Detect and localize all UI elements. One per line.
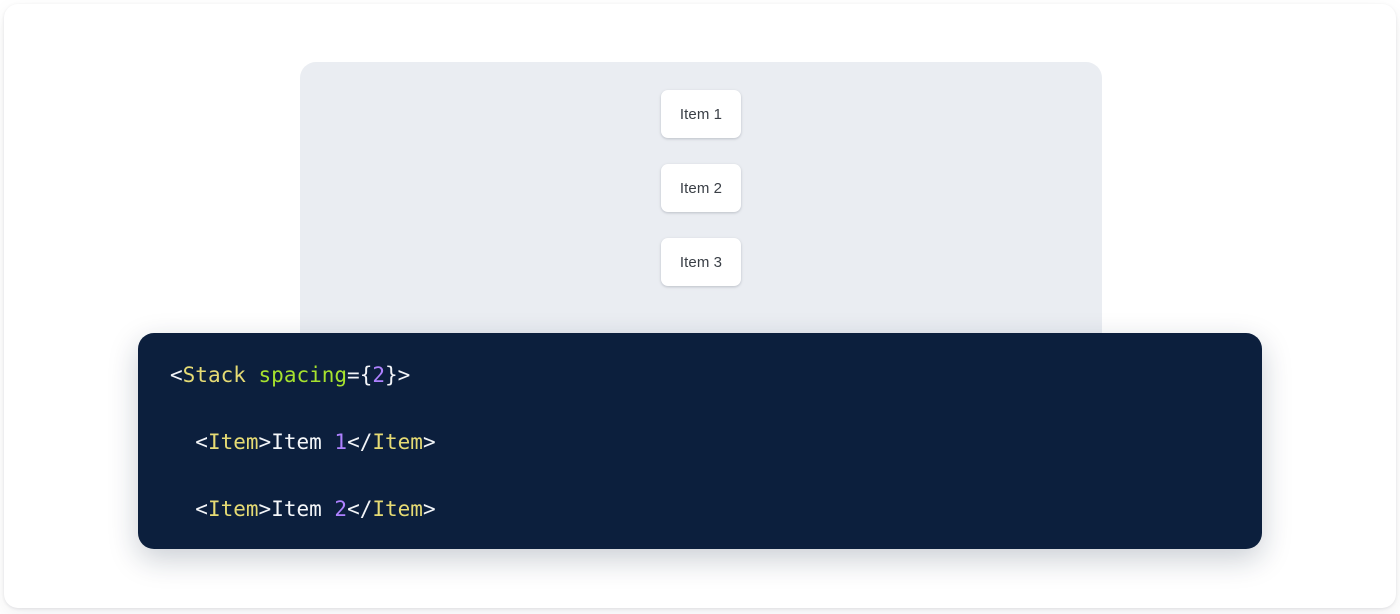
- code-line: <Item>Item 2</Item>: [170, 493, 1230, 527]
- code-token-tag: Item: [372, 430, 423, 455]
- code-block: <Stack spacing={2}> <Item>Item 1</Item> …: [170, 359, 1230, 549]
- code-token-punct: >: [258, 430, 272, 455]
- code-token-attr: spacing: [258, 363, 348, 387]
- code-snippet-panel[interactable]: <Stack spacing={2}> <Item>Item 1</Item> …: [138, 333, 1262, 549]
- code-token-punct: ={: [347, 363, 373, 387]
- code-token-num: 2: [334, 497, 348, 522]
- code-token-punct: >: [422, 430, 436, 455]
- code-token-text: Item: [271, 497, 335, 522]
- stack-container: Item 1 Item 2 Item 3: [300, 90, 1102, 286]
- code-token-punct: <: [170, 363, 183, 387]
- code-token-tag: Stack: [182, 363, 246, 387]
- code-token-punct: <: [195, 497, 208, 522]
- code-line: <Stack spacing={2}>: [170, 359, 1230, 393]
- code-token-tag: Item: [207, 497, 259, 522]
- stack-item[interactable]: Item 2: [661, 164, 741, 212]
- code-token-punct: </: [347, 497, 373, 522]
- code-token-tag: Item: [372, 497, 423, 522]
- code-token-punct: [246, 363, 259, 387]
- stack-item[interactable]: Item 3: [661, 238, 741, 286]
- code-line: <Item>Item 1</Item>: [170, 426, 1230, 460]
- code-token-tag: Item: [207, 430, 259, 455]
- component-preview-surface: Item 1 Item 2 Item 3: [300, 62, 1102, 372]
- code-token-text: Item: [271, 430, 335, 455]
- code-token-punct: >: [258, 497, 272, 522]
- code-content: <Stack spacing={2}> <Item>Item 1</Item> …: [170, 359, 1230, 549]
- code-token-punct: <: [195, 430, 208, 455]
- code-token-num: 1: [334, 430, 348, 455]
- code-token-punct: </: [347, 430, 373, 455]
- code-token-punct: >: [422, 497, 436, 522]
- stack-item[interactable]: Item 1: [661, 90, 741, 138]
- code-token-num: 2: [372, 363, 385, 387]
- code-token-punct: }>: [385, 363, 411, 387]
